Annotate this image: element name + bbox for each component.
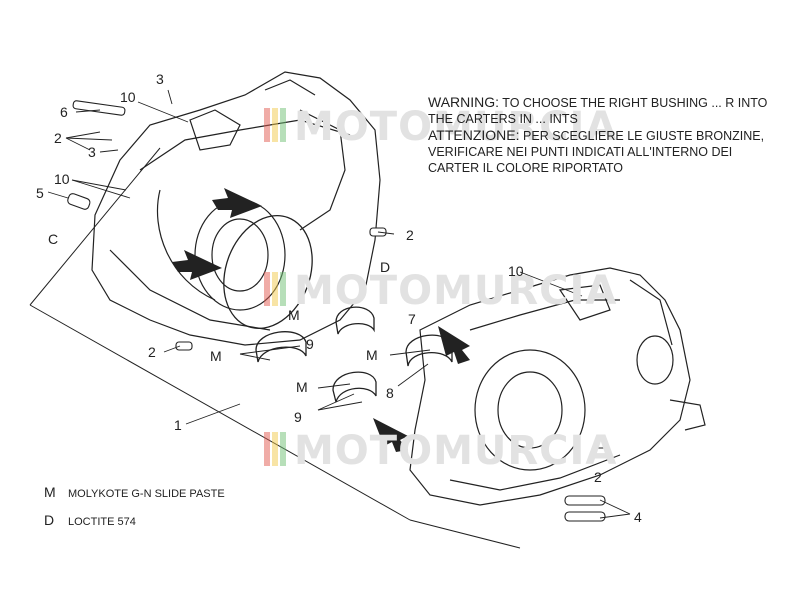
- legend-text-loctite: LOCTITE 574: [68, 516, 136, 528]
- left-crankcase-half: [91, 71, 381, 346]
- callout-4: 4: [634, 509, 642, 525]
- leader-lines: [47, 89, 631, 519]
- watermark-text-2: MOTOMURCIA: [294, 268, 617, 314]
- callout-m-right: M: [366, 347, 378, 363]
- callout-labels: 3 10 6 2 3 10 5 C 2 D 10 M 7 2 M 9 M 8 M…: [36, 71, 642, 525]
- callout-m-bottom: M: [296, 379, 308, 395]
- callout-3-top: 3: [156, 71, 164, 87]
- watermark-text-3: MOTOMURCIA: [294, 428, 617, 474]
- callout-5: 5: [36, 185, 44, 201]
- warning-note: WARNING: TO CHOOSE THE RIGHT BUSHING ...…: [428, 94, 768, 176]
- bearing-ring-outline: [223, 214, 313, 330]
- warning-text: TO CHOOSE THE RIGHT BUSHING ... R INTO T…: [428, 96, 768, 126]
- callout-c: C: [48, 231, 58, 247]
- callout-3-left: 3: [88, 144, 96, 160]
- callout-1: 1: [174, 417, 182, 433]
- callout-10-right: 10: [508, 263, 524, 279]
- legend-symbol-d: D: [44, 512, 55, 528]
- callout-7: 7: [408, 311, 416, 327]
- legend-symbol-m: M: [44, 484, 56, 500]
- callout-10-top: 10: [120, 89, 136, 105]
- attenzione-text: PER SCEGLIERE LE GIUSTE BRONZINE, VERIFI…: [428, 129, 765, 175]
- bearing-shells: [255, 306, 453, 403]
- watermark-text-1: MOTOMURCIA: [294, 104, 617, 150]
- indicator-arrows: [172, 188, 470, 452]
- callout-9-bottom: 9: [294, 409, 302, 425]
- callout-2-case: 2: [594, 469, 602, 485]
- callout-m-left: M: [210, 348, 222, 364]
- callout-d: D: [380, 259, 390, 275]
- legend-text-molykote: MOLYKOTE G-N SLIDE PASTE: [68, 488, 225, 500]
- callout-m-top: M: [288, 307, 300, 323]
- legend-molykote: M MOLYKOTE G-N SLIDE PASTE: [44, 484, 225, 500]
- callout-2-bottom: 2: [148, 344, 156, 360]
- watermarks: MOTOMURCIA MOTOMURCIA MOTOMURCIA: [264, 104, 617, 474]
- attenzione-label: ATTENZIONE:: [428, 127, 520, 143]
- callout-9-left: 9: [306, 336, 314, 352]
- callout-2-left: 2: [54, 130, 62, 146]
- warning-english: WARNING: TO CHOOSE THE RIGHT BUSHING ...…: [428, 94, 768, 127]
- legend-loctite: D LOCTITE 574: [44, 512, 136, 528]
- callout-2-right: 2: [406, 227, 414, 243]
- right-crankcase-half: [409, 267, 706, 506]
- assembly-outline: [29, 147, 521, 549]
- warning-italian: ATTENZIONE: PER SCEGLIERE LE GIUSTE BRON…: [428, 127, 768, 176]
- callout-10-left: 10: [54, 171, 70, 187]
- callout-8: 8: [386, 385, 394, 401]
- callout-6: 6: [60, 104, 68, 120]
- warning-label: WARNING:: [428, 94, 500, 110]
